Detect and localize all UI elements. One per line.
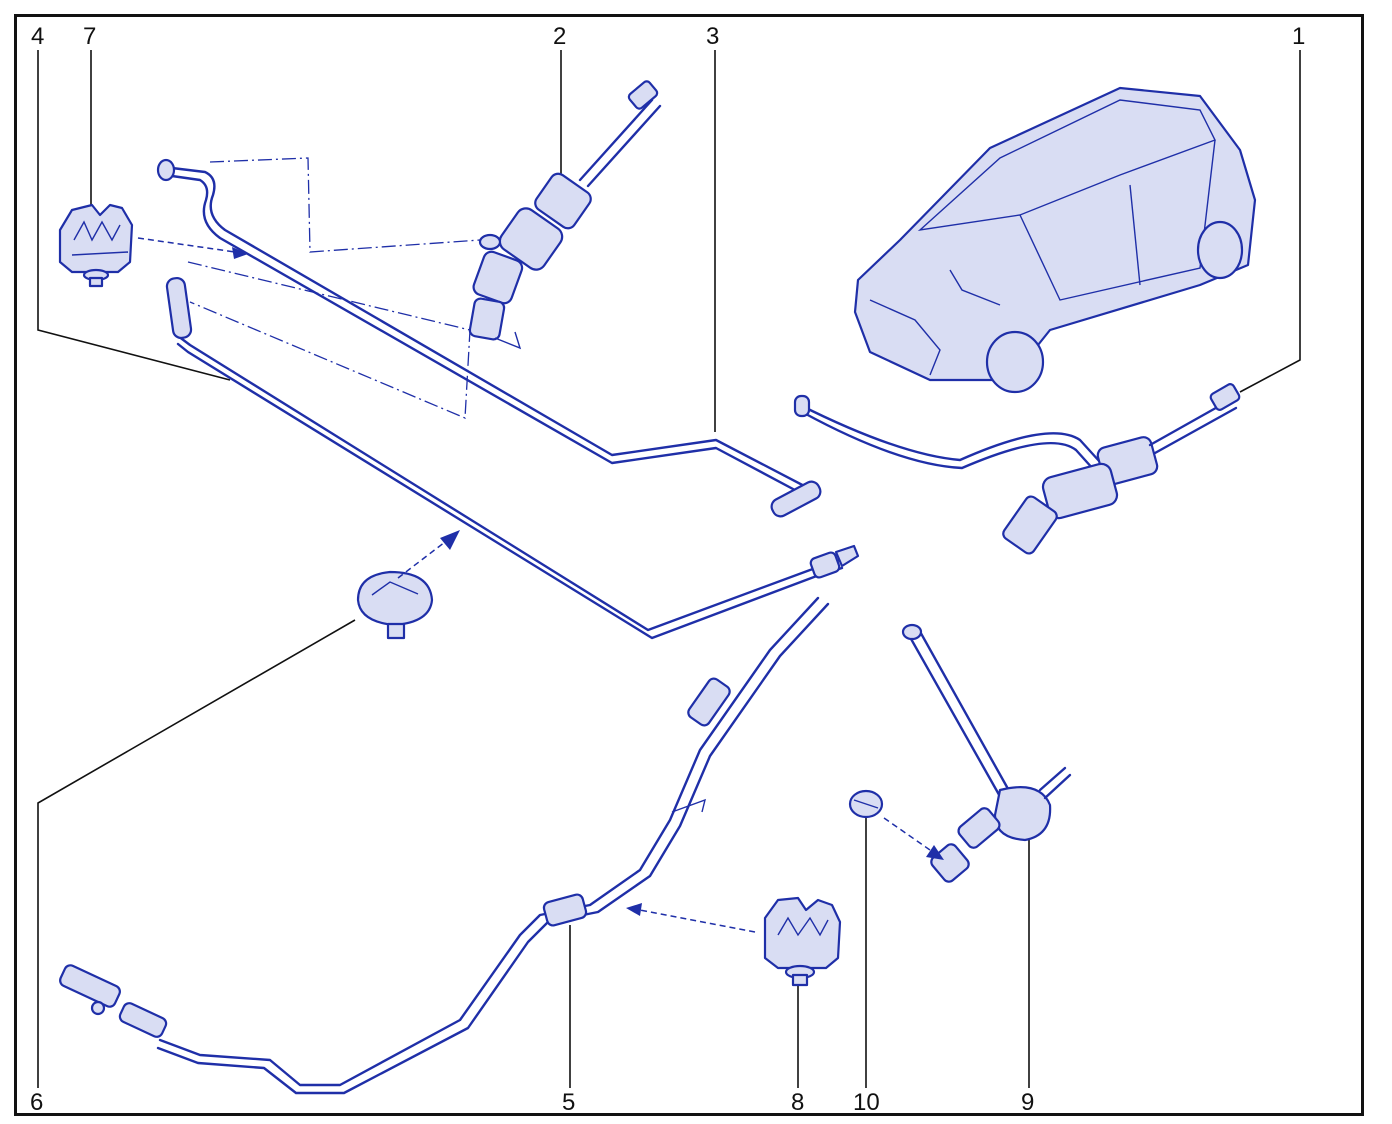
arrow-8-to-hose [639,909,756,933]
assembly-part-1 [793,383,1241,555]
clip-part-10 [848,789,884,819]
arrow-7-to-pipe [137,237,236,253]
callout-9: 9 [1021,1089,1034,1116]
clip-part-6 [356,570,434,640]
clip-part-7 [58,203,134,288]
leader-lines [37,50,1301,1088]
reference-line-a [209,157,481,253]
arrow-head-6 [440,530,460,550]
arrow-head-8 [626,903,642,916]
callout-6: 6 [30,1089,43,1116]
callout-5: 5 [562,1089,575,1116]
callout-2: 2 [553,23,566,50]
master-cylinder-part-2 [468,80,662,350]
arrow-head-10 [926,845,944,860]
callout-7: 7 [83,23,96,50]
callout-4: 4 [31,23,44,50]
pipe-part-4 [165,276,860,640]
diagram-frame [14,14,1364,1116]
callout-10: 10 [853,1089,880,1116]
car-illustration [853,86,1257,394]
callout-1: 1 [1292,23,1305,50]
slave-cylinder-part-9 [901,623,1072,883]
pipe-part-3 [156,158,822,518]
callout-3: 3 [706,23,719,50]
clip-part-8 [763,896,842,987]
arrow-head-7 [232,247,248,259]
arrow-10-to-slave [883,817,931,851]
callout-8: 8 [791,1089,804,1116]
hose-part-5 [59,596,830,1095]
reference-line-b [187,261,471,419]
